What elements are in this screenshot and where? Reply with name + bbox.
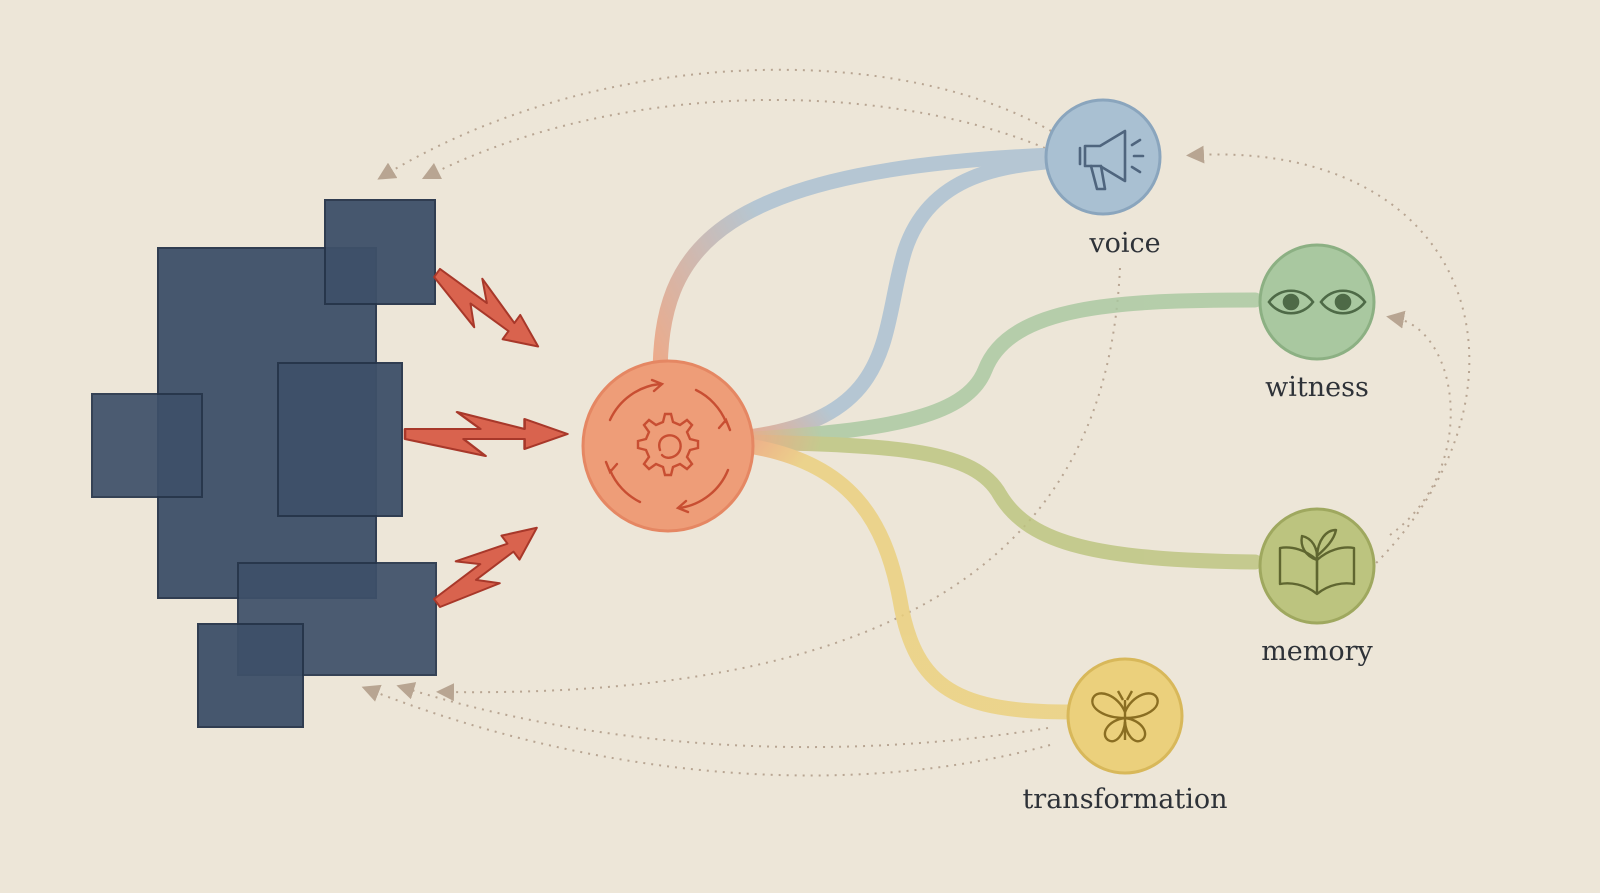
feedback-loop-right-to-voice: [1186, 145, 1471, 606]
node-transformation: transformation: [1022, 657, 1228, 815]
flow-band-voice-2: [732, 152, 1088, 446]
open-book-sprout-icon: [1278, 528, 1356, 596]
node-transformation-label: transformation: [1022, 784, 1227, 815]
eyes-icon: [1267, 289, 1367, 315]
flow-band-transformation: [734, 437, 1078, 720]
node-memory: memory: [1258, 507, 1376, 667]
flow-band-memory: [734, 434, 1263, 570]
feedback-loop-memory-to-witness: [1386, 310, 1452, 536]
gear-cycle-icon: [604, 378, 732, 514]
node-witness-circle: [1258, 243, 1376, 361]
feedback-loop-trans-to-voice: [436, 267, 1121, 702]
flow-band-voice-1: [652, 146, 1088, 386]
node-voice-circle: [1044, 98, 1162, 216]
feedback-loops: [361, 68, 1471, 777]
feedback-loop-voice-inner: [421, 98, 1046, 180]
block-left: [91, 393, 203, 498]
node-memory-label: memory: [1261, 636, 1373, 667]
block-bottom-left: [197, 623, 304, 728]
fragmented-blocks: [91, 199, 437, 728]
block-center: [277, 362, 403, 517]
butterfly-icon: [1091, 690, 1159, 743]
flow-bands: [652, 146, 1263, 720]
zigzag-arrows: [403, 267, 569, 608]
node-voice: voice: [1044, 98, 1162, 259]
block-top-right: [324, 199, 436, 305]
central-hub: [581, 359, 755, 533]
hub-circle: [581, 359, 755, 533]
node-witness-label: witness: [1265, 372, 1369, 403]
zigzag-arrow-bottom: [432, 526, 538, 608]
feedback-loop-trans-outer: [361, 684, 1051, 777]
megaphone-icon: [1078, 129, 1145, 191]
zigzag-arrow-top: [433, 267, 540, 348]
flow-band-witness: [734, 292, 1263, 448]
zigzag-arrow-middle: [403, 411, 569, 457]
node-voice-label: voice: [1088, 228, 1160, 259]
node-witness: witness: [1258, 243, 1376, 403]
